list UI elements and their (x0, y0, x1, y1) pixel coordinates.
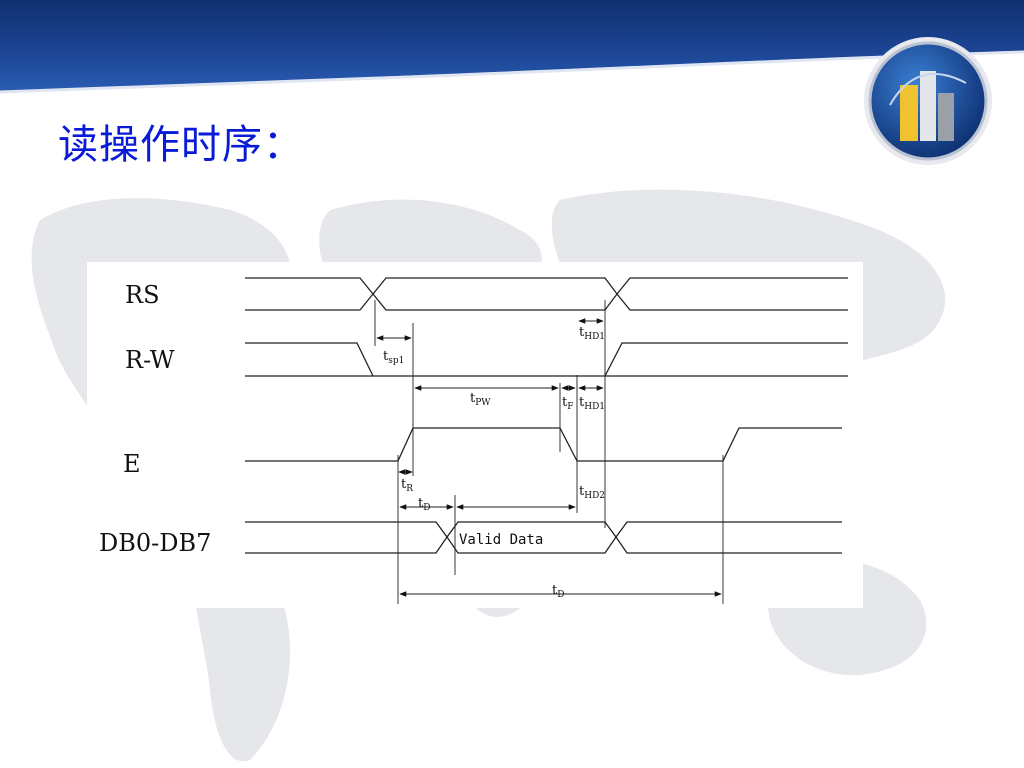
header-band (0, 0, 1024, 94)
tsp1-label: tsp1 (383, 349, 404, 366)
signal-label-rs: RS (125, 281, 160, 309)
thd2-label: tHD2 (579, 484, 605, 501)
rs-waveform (245, 277, 848, 311)
signal-label-rw: R-W (125, 346, 175, 374)
thd1-top-label: tHD1 (579, 325, 605, 342)
signal-label-e: E (123, 450, 141, 478)
thd1-mid-label: tHD1 (579, 395, 605, 412)
rw-waveform (245, 342, 848, 377)
slide-title: 读操作时序： (58, 122, 304, 168)
td-short-label: tD (418, 496, 430, 513)
e-waveform (245, 427, 842, 462)
tf-label: tF (562, 395, 573, 412)
signal-label-db: DB0-DB7 (99, 529, 211, 557)
td-long-label: tD (552, 583, 564, 600)
diagram-panel (87, 262, 863, 608)
tr-label: tR (401, 477, 413, 494)
tpw-label: tPW (470, 391, 491, 408)
timing-reference-lines (374, 300, 724, 604)
db-waveform (245, 521, 842, 554)
valid-data-label: Valid Data (459, 532, 543, 548)
bar-chart-globe-icon (864, 37, 992, 165)
